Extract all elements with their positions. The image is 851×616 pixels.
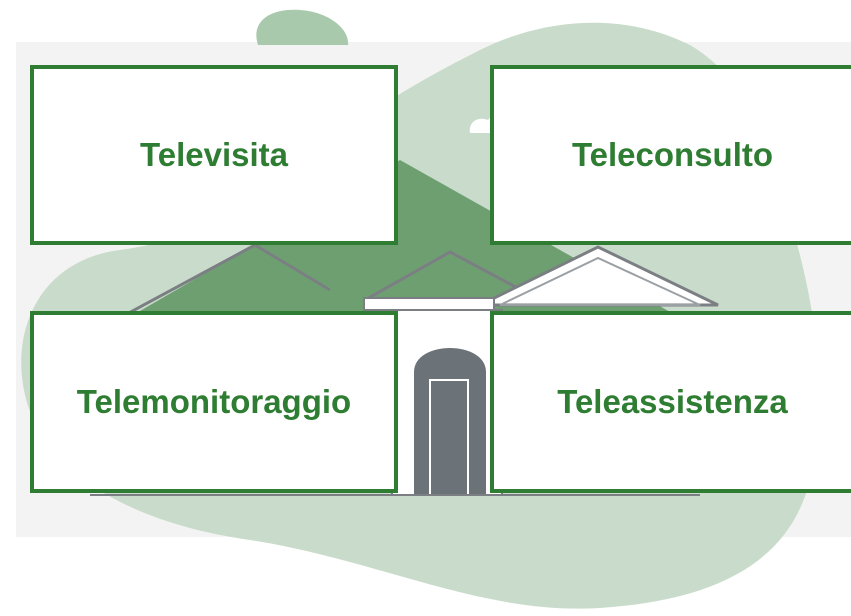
service-label: Teleconsulto — [571, 136, 774, 173]
top-bump-shape — [256, 9, 349, 45]
service-label: Telemonitoraggio — [76, 383, 352, 420]
service-box-televisita: Televisita — [30, 65, 398, 245]
service-box-teleassistenza: Teleassistenza — [490, 311, 851, 493]
arched-doorway — [414, 348, 486, 495]
service-box-teleconsulto: Teleconsulto — [490, 65, 851, 245]
service-label: Televisita — [140, 136, 288, 173]
service-label: Teleassistenza — [557, 383, 788, 420]
service-box-telemonitoraggio: Telemonitoraggio — [30, 311, 398, 493]
roof-edge-middle — [364, 250, 541, 302]
porch-gable-inner — [499, 256, 701, 306]
cornice — [363, 297, 495, 311]
